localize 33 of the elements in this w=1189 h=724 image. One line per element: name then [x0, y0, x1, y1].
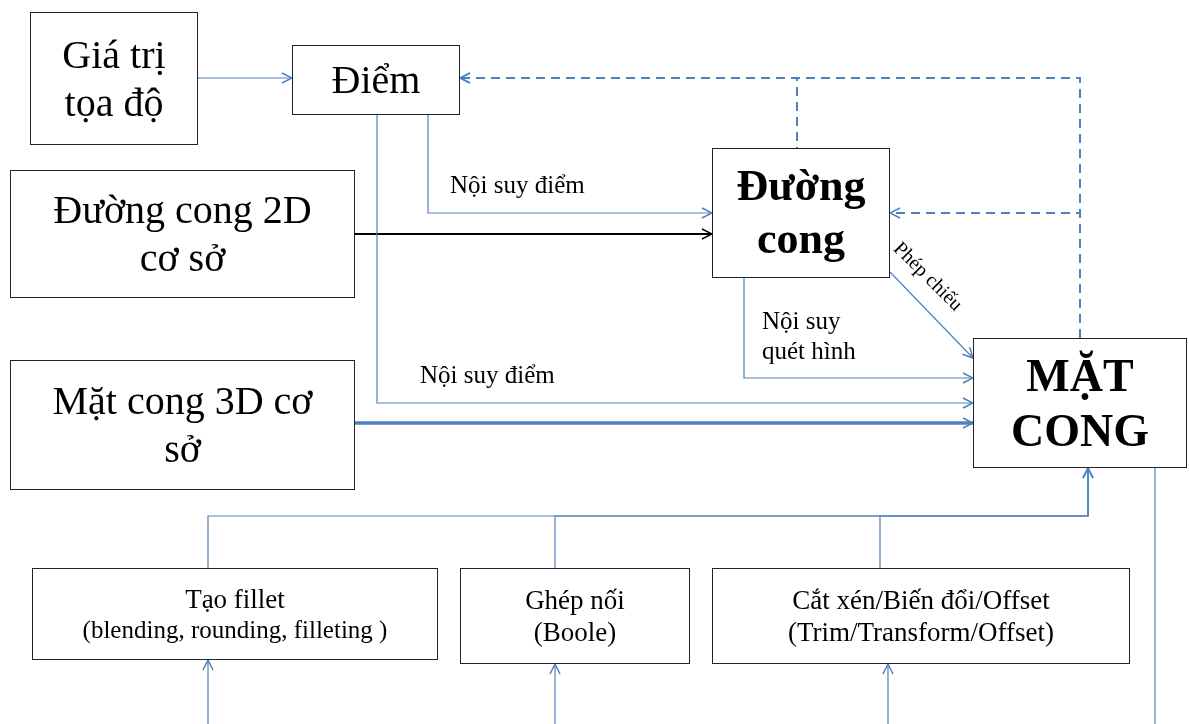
arrow	[882, 663, 894, 724]
process-box	[30, 12, 198, 145]
process-box	[460, 568, 690, 664]
process-box	[973, 338, 1187, 468]
arrow	[376, 114, 974, 409]
box-label: Ghép nối	[525, 583, 625, 616]
arrow	[549, 663, 561, 724]
process-box	[10, 360, 355, 490]
process-box	[712, 148, 890, 278]
box-label: Đường cong 2D cơ sở	[52, 186, 313, 282]
connector-line	[1154, 467, 1156, 724]
arrow	[355, 417, 974, 429]
box-label: Đường cong	[736, 160, 866, 265]
box-label: MẶT CONG	[1010, 348, 1150, 458]
box-subtitle: (Boole)	[533, 616, 617, 649]
box-label: Giá trị tọa độ	[61, 30, 167, 127]
box-label: Cắt xén/Biến đổi/Offset	[792, 583, 1050, 616]
arrow	[743, 277, 974, 384]
arrow	[197, 72, 293, 84]
arrow	[202, 659, 214, 724]
process-box	[32, 568, 438, 660]
arrow	[879, 467, 1094, 569]
box-label: Mặt cong 3D cơ sở	[51, 377, 314, 473]
box-subtitle: (blending, rounding, filleting )	[82, 615, 388, 646]
process-box	[712, 568, 1130, 664]
arrow	[354, 228, 713, 240]
box-subtitle: (Trim/Transform/Offset)	[788, 616, 1054, 649]
arrow	[889, 271, 974, 359]
box-label: Điểm	[331, 56, 421, 104]
process-box	[10, 170, 355, 298]
box-label: Tạo fillet	[185, 582, 285, 616]
arrow	[427, 114, 713, 219]
process-box	[292, 45, 460, 115]
